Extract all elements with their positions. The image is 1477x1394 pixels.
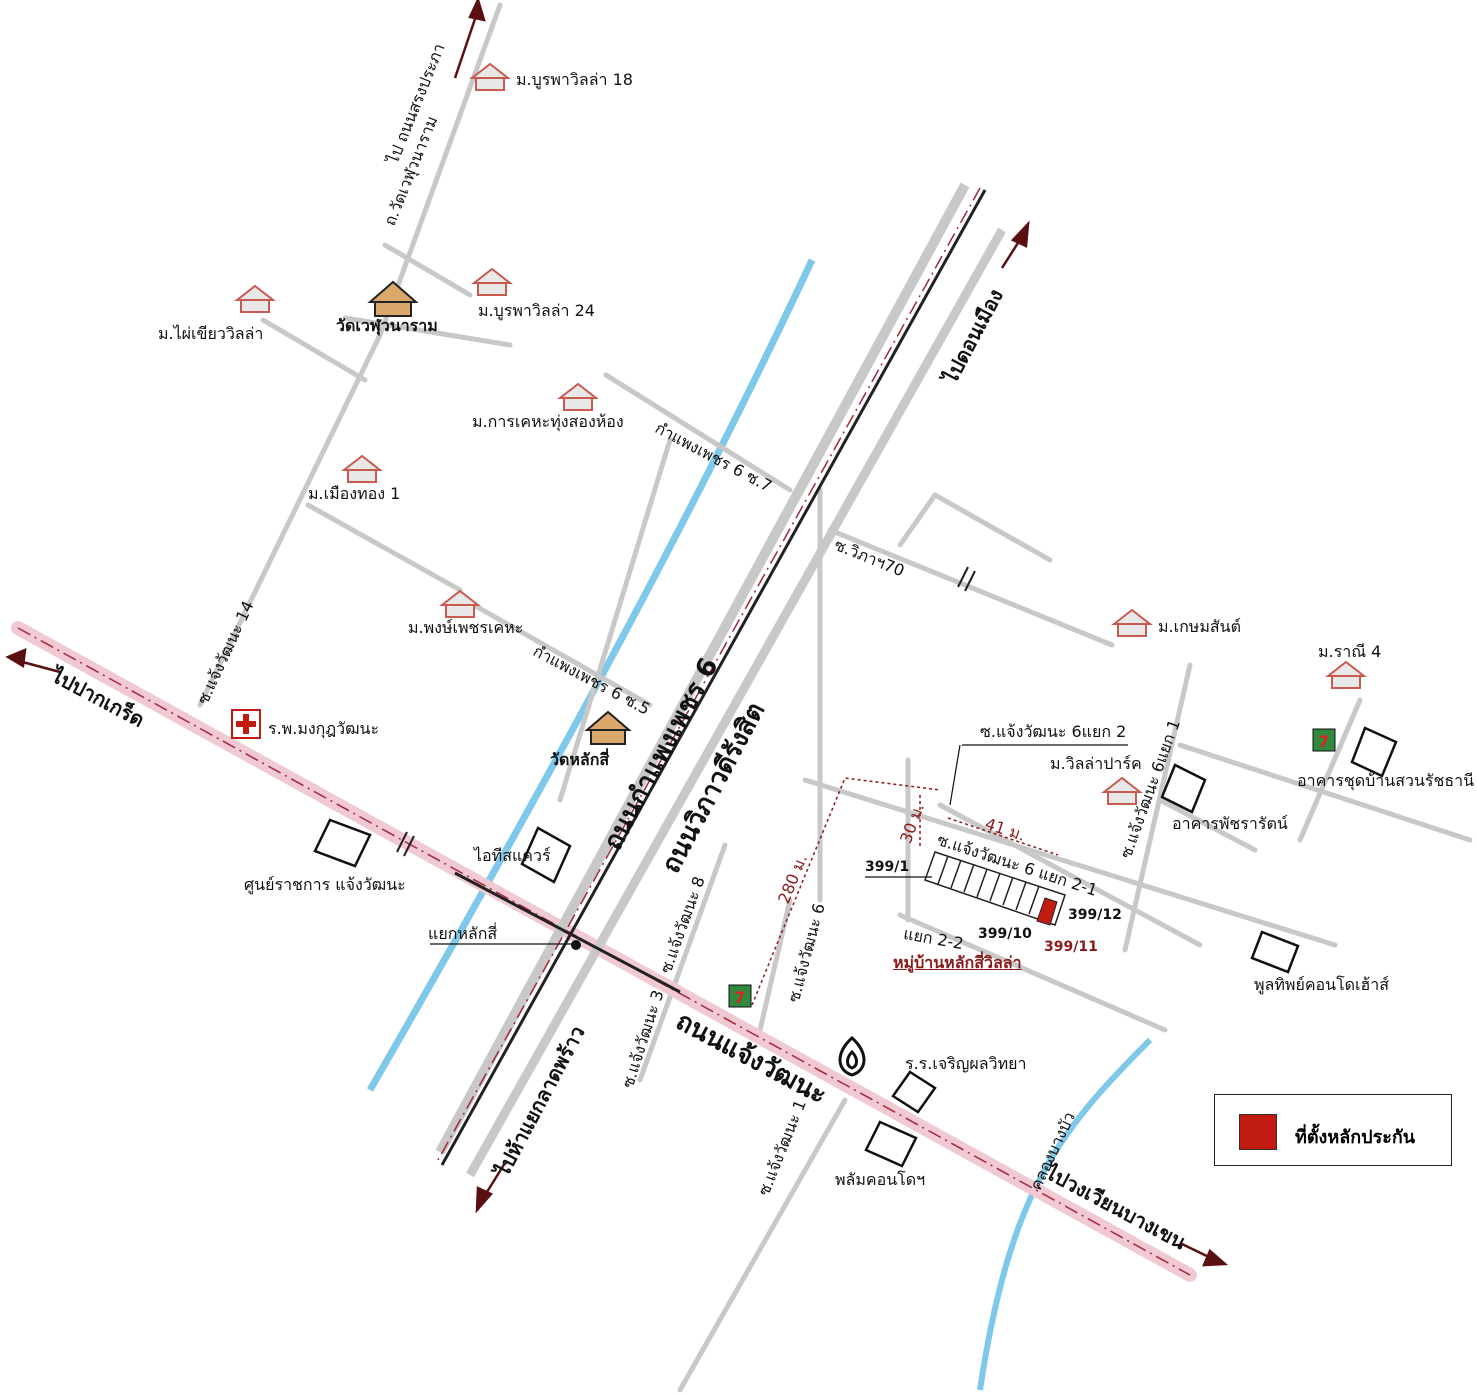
vibhavadi-road [466,227,1006,1178]
lot-grid [924,851,1066,926]
kamphaeng-centerline [437,187,981,1161]
building-icon [313,726,1398,1168]
road-break-marks [396,566,976,857]
label-palm-condo: พลัมคอนโดฯ [835,1170,926,1189]
kamphaeng-road-edge [435,182,970,1155]
lak-si-junction-dot [571,940,581,950]
label-it-square: ไอทีสแควร์ [474,846,551,865]
label-suan-ratchathani: อาคารชุดบ้านสวนรัชธานี [1297,771,1475,790]
seven-eleven-icon: 7 7 [728,728,1336,1008]
label-lot-399-1: 399/1 [865,859,910,875]
label-phunthip: พูลทิพย์คอนโดเฮ้าส์ [1254,975,1390,994]
direction-arrows [5,0,1229,1267]
label-soi-6-yaek-2: ซ.แจ้งวัฒนะ 6แยก 2 [980,722,1127,741]
label-gov-center: ศูนย์ราชการ แจ้งวัฒนะ [244,875,406,894]
label-karakhet: ม.การเคหะทุ่งสองห้อง [472,412,624,431]
collateral-plot [1036,897,1058,926]
label-burapha-18: ม.บูรพาวิลล่า 18 [516,70,633,89]
legend-label: ที่ตั้งหลักประกัน [1295,1127,1416,1148]
label-lot-399-11: 399/11 [1044,939,1098,955]
label-phai-khiao: ม.ไผ่เขียววิลล่า [158,324,264,343]
house-icon [234,62,1367,805]
label-phatcharat: อาคารพัชรารัตน์ [1172,814,1288,833]
label-ranee: ม.ราณี 4 [1318,642,1382,661]
pointer-lines [430,744,1128,945]
distance-callouts [751,777,1059,1006]
bank-logo-icon [838,1036,866,1077]
svg-text:7: 7 [1318,732,1329,751]
label-burapha-24: ม.บูรพาวิลล่า 24 [478,301,595,320]
railway [440,189,987,1166]
label-phong-phet: ม.พงษ์เพชรเคหะ [408,618,524,637]
legend-swatch [1239,1114,1277,1150]
expressway-segment [454,871,681,994]
label-wat-lak-si: วัดหลักสี่ [550,750,610,769]
label-wat-wet: วัดเวฬุวนาราม [336,316,438,335]
label-lot-399-12: 399/12 [1068,907,1122,923]
label-lak-si-junction: แยกหลักสี่ [428,924,498,943]
label-kasem: ม.เกษมสันต์ [1158,617,1241,636]
legend-box: ที่ตั้งหลักประกัน [1214,1094,1452,1166]
label-school: ร.ร.เจริญผลวิทยา [905,1054,1027,1073]
temple-icon [367,280,632,745]
canal [366,258,816,1092]
label-hospital: ร.พ.มงกุฎวัฒนะ [268,719,380,738]
khlong-bang-bua-canal [977,1037,1153,1391]
label-lak-si-villa: หมู่บ้านหลักสี่วิลล่า [893,953,1022,972]
label-villa-park: ม.วิลล่าปาร์ค [1050,754,1142,773]
label-lot-399-10: 399/10 [978,926,1032,942]
label-mueang-thong: ม.เมืองทอง 1 [308,484,401,503]
svg-text:7: 7 [734,988,745,1007]
